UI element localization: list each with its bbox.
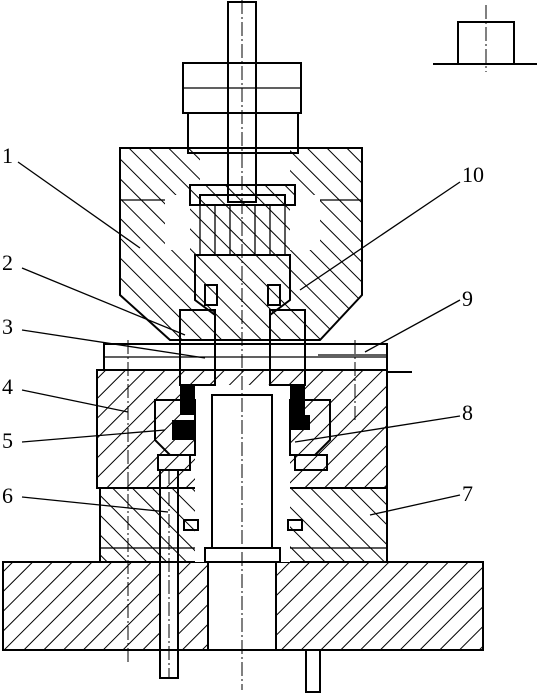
- centerlines: [127, 200, 243, 690]
- part-labels: 1 2 3 4 5 6 7 8 9 10: [2, 143, 484, 508]
- label-1: 1: [2, 143, 13, 168]
- label-9: 9: [462, 286, 473, 311]
- label-6: 6: [2, 483, 13, 508]
- leader-lines: [17, 161, 461, 516]
- part-8-insert: [289, 399, 331, 471]
- projection-symbol: [433, 5, 537, 72]
- part-3-sleeve: [179, 309, 306, 415]
- label-10: 10: [462, 162, 484, 187]
- base-plate: [2, 561, 484, 651]
- part-1-punch-holder: [119, 147, 363, 341]
- label-8: 8: [462, 400, 473, 425]
- label-2: 2: [2, 250, 13, 275]
- part-6-ejector-pin: [159, 469, 303, 679]
- part-9-plate: [318, 340, 387, 420]
- top-stem: [227, 0, 257, 203]
- label-5: 5: [2, 428, 13, 453]
- label-4: 4: [2, 374, 13, 399]
- bottom-stud: [305, 649, 321, 693]
- label-3: 3: [2, 314, 13, 339]
- label-7: 7: [462, 481, 473, 506]
